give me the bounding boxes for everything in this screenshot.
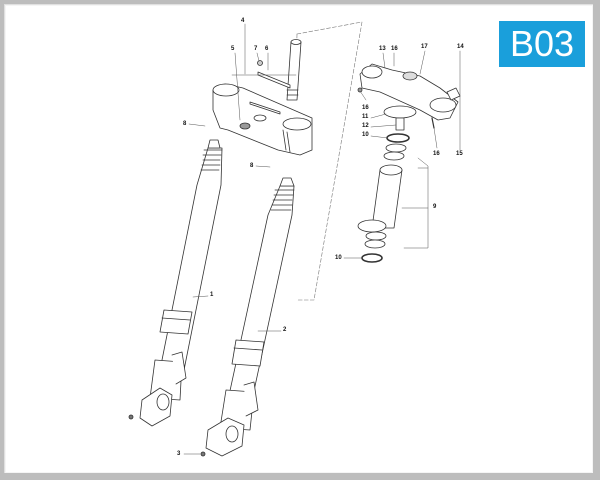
callout-5: 5: [231, 46, 235, 52]
callout-8: 8: [250, 163, 254, 169]
callout-13: 13: [379, 46, 386, 52]
callout-8: 8: [183, 121, 187, 127]
callout-4: 4: [241, 18, 245, 24]
callout-10: 10: [362, 132, 369, 138]
cable-guide-bracket: [257, 60, 291, 89]
callout-16: 16: [391, 46, 398, 52]
steering-stem: [286, 39, 302, 101]
left-fork-leg: [128, 139, 223, 427]
callout-2: 2: [283, 327, 287, 333]
callout-14: 14: [457, 44, 464, 50]
lower-triple-clamp: [212, 83, 313, 156]
right-fork-leg: [200, 177, 295, 457]
steering-head-tube: [357, 164, 403, 263]
callout-6: 6: [265, 46, 269, 52]
head-bearing-stack: [383, 105, 417, 161]
leader-lines: [183, 23, 461, 455]
callout-10: 10: [335, 255, 342, 261]
callout-7: 7: [254, 46, 258, 52]
callout-9: 9: [433, 204, 437, 210]
section-badge: B03: [499, 21, 585, 67]
assembly-guide-dashed-line: [295, 21, 363, 301]
callout-16: 16: [362, 105, 369, 111]
callout-15: 15: [456, 151, 463, 157]
callout-1: 1: [210, 292, 214, 298]
callout-12: 12: [362, 123, 369, 129]
callout-11: 11: [362, 114, 369, 120]
callout-16: 16: [433, 151, 440, 157]
upper-triple-clamp: [357, 63, 461, 129]
callout-3: 3: [177, 451, 181, 457]
callout-17: 17: [421, 44, 428, 50]
